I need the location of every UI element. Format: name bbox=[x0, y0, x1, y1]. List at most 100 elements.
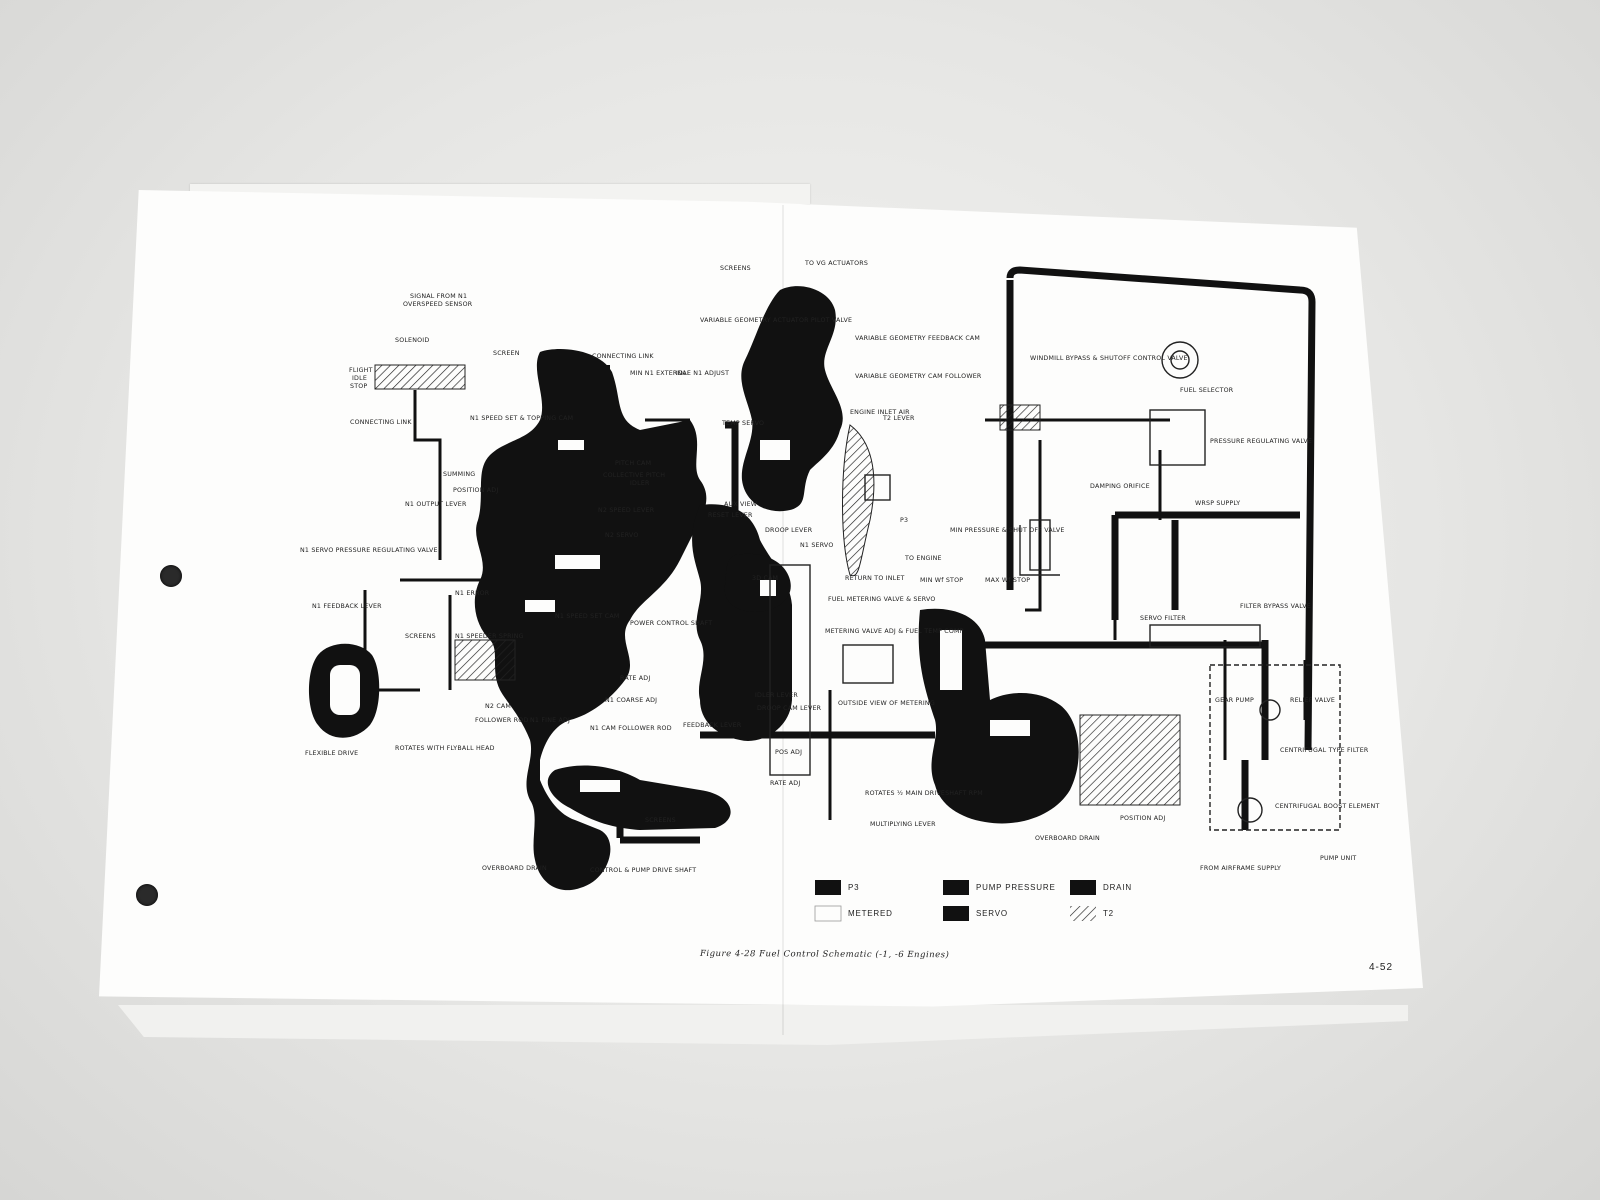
legend-swatches bbox=[814, 880, 1096, 922]
label-position-adj-2: POSITION ADJ bbox=[1120, 815, 1165, 822]
label-n2-cam: N2 CAM bbox=[485, 703, 511, 710]
label-screens-top: SCREENS bbox=[720, 265, 751, 272]
label-damping-orifice: DAMPING ORIFICE bbox=[1090, 483, 1150, 490]
label-multiplying-lever: MULTIPLYING LEVER bbox=[870, 821, 936, 828]
legend-item-servo: SERVO bbox=[976, 909, 1008, 918]
legend-item-drain: DRAIN bbox=[1103, 883, 1132, 892]
label-idle-n1-adjust: IDLE N1 ADJUST bbox=[676, 370, 729, 377]
label-rotates-flyball: ROTATES WITH FLYBALL HEAD bbox=[395, 745, 495, 752]
label-control-pump-shaft: CONTROL & PUMP DRIVE SHAFT bbox=[590, 867, 696, 874]
label-position-adj: POSITION ADJ bbox=[453, 487, 498, 494]
component-outlines bbox=[769, 341, 1341, 831]
label-wrsp-supply: WRSP SUPPLY bbox=[1195, 500, 1240, 507]
label-idler-lever: IDLER LEVER bbox=[755, 692, 798, 699]
label-engine-inlet-air: ENGINE INLET AIR bbox=[850, 409, 910, 416]
schematic-labels: SIGNAL FROM N1 OVERSPEED SENSOR SOLENOID… bbox=[300, 260, 1380, 874]
inner-passages bbox=[330, 440, 1265, 792]
label-filter-bypass-valve: FILTER BYPASS VALVE bbox=[1240, 603, 1311, 610]
label-droop-cam-lever: DROOP CAM LEVER bbox=[757, 705, 822, 712]
label-stop: STOP bbox=[350, 383, 367, 390]
label-from-airframe-supply: FROM AIRFRAME SUPPLY bbox=[1200, 865, 1281, 872]
label-vg-feedback-cam: VARIABLE GEOMETRY FEEDBACK CAM bbox=[855, 335, 980, 342]
label-n1-servo: N1 SERVO bbox=[800, 542, 833, 549]
label-solenoid: SOLENOID bbox=[395, 337, 429, 344]
label-servo-filter: SERVO FILTER bbox=[1140, 615, 1186, 622]
hatched-regions bbox=[374, 364, 1181, 806]
label-pos-adj: POS ADJ bbox=[775, 749, 802, 756]
label-screens-2: SCREENS bbox=[645, 817, 676, 824]
label-idle: IDLE bbox=[352, 375, 367, 382]
label-summing: SUMMING bbox=[443, 471, 475, 478]
label-relief-valve: RELIEF VALVE bbox=[1290, 697, 1335, 704]
label-servo-pressure-reg: N1 SERVO PRESSURE REGULATING VALVE bbox=[300, 547, 438, 554]
legend-item-p3: P3 bbox=[848, 883, 859, 892]
label-gear-pump: GEAR PUMP bbox=[1215, 697, 1254, 704]
label-overboard-drain: OVERBOARD DRAIN bbox=[482, 865, 547, 872]
label-n2-speed-lever: N2 SPEED LEVER bbox=[598, 507, 655, 514]
label-flexible-drive: FLEXIBLE DRIVE bbox=[305, 750, 358, 757]
label-p3: P3 bbox=[900, 517, 908, 524]
label-3d-cam: 3D CAM bbox=[752, 575, 778, 582]
label-pump-unit: PUMP UNIT bbox=[1320, 855, 1356, 862]
page-number: 4-52 bbox=[1369, 962, 1394, 973]
label-fuel-selector: FUEL SELECTOR bbox=[1180, 387, 1234, 394]
label-speed-set-cam: N1 SPEED SET CAM bbox=[555, 613, 619, 620]
label-idler: IDLER bbox=[630, 480, 650, 487]
label-metering-valve-adj: METERING VALVE ADJ & FUEL TEMP COMP bbox=[825, 628, 964, 635]
label-output-lever: N1 OUTPUT LEVER bbox=[405, 501, 467, 508]
label-follower-rod: FOLLOWER ROD bbox=[475, 717, 529, 724]
legend-item-metered: METERED bbox=[848, 909, 893, 918]
label-signal-n1: SIGNAL FROM N1 bbox=[410, 293, 467, 300]
label-fuel-metering-valve: FUEL METERING VALVE & SERVO bbox=[828, 596, 936, 603]
label-min-pressure-shutoff: MIN PRESSURE & SHUT OFF VALVE bbox=[950, 527, 1065, 534]
label-screens: SCREENS bbox=[405, 633, 436, 640]
label-n2-servo: N2 SERVO bbox=[605, 532, 638, 539]
label-collective-pitch: COLLECTIVE PITCH bbox=[603, 472, 665, 479]
label-flight: FLIGHT bbox=[349, 367, 373, 374]
label-pitch-cam: PITCH CAM bbox=[615, 460, 651, 467]
thin-pipes bbox=[363, 390, 1307, 820]
punch-hole-bottom bbox=[136, 884, 158, 906]
label-screen: SCREEN bbox=[493, 350, 520, 357]
label-vg-cam-follower: VARIABLE GEOMETRY CAM FOLLOWER bbox=[855, 373, 982, 380]
label-cam-follower-rod: N1 CAM FOLLOWER ROD bbox=[590, 725, 672, 732]
legend-label-servo: SERVO bbox=[976, 909, 1008, 918]
label-return-to-inlet: RETURN TO INLET bbox=[845, 575, 905, 582]
label-n1-error: N1 ERROR bbox=[455, 590, 490, 597]
label-droop-lever: DROOP LEVER bbox=[765, 527, 813, 534]
label-overspeed-sensor: OVERSPEED SENSOR bbox=[403, 301, 473, 308]
legend-item-pump-pressure: PUMP PRESSURE bbox=[976, 883, 1056, 892]
label-centrifugal-boost: CENTRIFUGAL BOOST ELEMENT bbox=[1275, 803, 1380, 810]
legend-label-drain: DRAIN bbox=[1103, 883, 1132, 892]
label-rotates-main-driveshaft: ROTATES ½ MAIN DRIVESHAFT RPM bbox=[865, 789, 983, 797]
label-min-n1-external: MIN N1 EXTERNAL bbox=[630, 370, 691, 377]
label-feedback-lever-2: FEEDBACK LEVER bbox=[683, 722, 742, 729]
housing-shapes bbox=[309, 286, 1079, 891]
label-rate-adj-2: RATE ADJ bbox=[770, 780, 800, 787]
label-fine-adj: N1 FINE ADJ bbox=[530, 717, 570, 724]
label-speed-topping-cam: N1 SPEED SET & TOPPING CAM bbox=[470, 415, 573, 422]
label-centrifugal-filter: CENTRIFUGAL TYPE FILTER bbox=[1280, 747, 1369, 754]
label-rate-adj: RATE ADJ bbox=[620, 675, 650, 682]
label-to-vg-actuators: TO VG ACTUATORS bbox=[804, 260, 868, 267]
figure-caption: Figure 4-28 Fuel Control Schematic (-1, … bbox=[699, 948, 950, 961]
label-min-w-stop: MIN Wf STOP bbox=[920, 577, 963, 584]
label-windmill-bypass: WINDMILL BYPASS & SHUTOFF CONTROL VALVE bbox=[1030, 355, 1188, 362]
label-outside-view-metering: OUTSIDE VIEW OF METERING bbox=[838, 700, 935, 707]
label-overboard-drain-2: OVERBOARD DRAIN bbox=[1035, 835, 1100, 842]
punch-hole-top bbox=[160, 565, 182, 587]
label-t2-lever: T2 LEVER bbox=[882, 415, 915, 422]
label-connecting-link: CONNECTING LINK bbox=[592, 353, 654, 360]
label-reset-lever: RESET LEVER bbox=[708, 512, 753, 519]
label-to-engine: TO ENGINE bbox=[904, 555, 942, 562]
label-power-control-shaft: POWER CONTROL SHAFT bbox=[630, 620, 712, 627]
legend-label-p3: P3 bbox=[848, 883, 860, 892]
label-aux-view: AUX VIEW bbox=[724, 501, 758, 508]
legend-label-metered: METERED bbox=[848, 909, 893, 918]
label-speeder-spring: N1 SPEEDER SPRING bbox=[455, 633, 524, 640]
legend-label-t2: T2 bbox=[1103, 909, 1114, 918]
label-max-w-stop: MAX Wf STOP bbox=[985, 577, 1030, 584]
label-connecting-link-2: CONNECTING LINK bbox=[350, 419, 412, 426]
label-vg-pilot-valve: VARIABLE GEOMETRY ACTUATOR PILOT VALVE bbox=[700, 317, 852, 324]
